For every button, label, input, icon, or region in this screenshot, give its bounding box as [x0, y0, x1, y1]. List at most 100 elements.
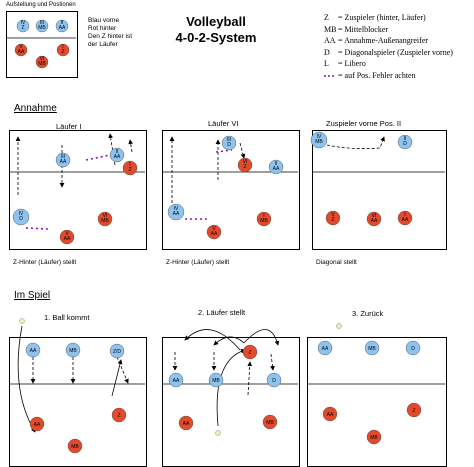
player-red	[97, 211, 113, 227]
player-red	[29, 416, 45, 432]
player-blue	[35, 19, 49, 33]
player-blue	[55, 152, 71, 168]
player-label: III	[227, 137, 231, 143]
panel-title: 1. Ball kommt	[44, 313, 90, 322]
player-blue	[65, 342, 81, 358]
player-red	[366, 211, 382, 227]
mistake-line	[85, 154, 111, 161]
player-label: AA	[173, 211, 180, 217]
movement-arrow	[111, 359, 123, 397]
court-annahme-3	[312, 130, 447, 250]
movement-arrow	[326, 136, 385, 149]
player-red	[256, 211, 272, 227]
player-label: III	[40, 20, 44, 26]
player-label: MB	[212, 378, 220, 384]
player-red	[122, 160, 138, 176]
player-blue	[405, 340, 421, 356]
player-red	[406, 402, 422, 418]
player-red	[111, 407, 127, 423]
player-label: AA	[371, 218, 378, 224]
player-label: D	[411, 346, 415, 352]
player-blue	[55, 19, 69, 33]
player-label: II	[61, 20, 64, 26]
player-label: II	[116, 149, 119, 155]
legend-note-line: der Läufer	[88, 41, 118, 48]
abbreviation-list: Z= Zuspieler (hinter, Läufer) MB= Mittel…	[324, 12, 453, 81]
ball-icon	[19, 318, 25, 324]
legend-note: Blau vorne Rot hinter Den Z hinter ist d…	[88, 17, 148, 49]
annahme-2-players: III D II AA IV AA VI Z V AA I MB	[167, 135, 284, 240]
player-blue	[310, 131, 328, 149]
player-label: V	[19, 44, 23, 50]
panel-title: Läufer I	[56, 122, 82, 131]
player-label: IV	[174, 206, 179, 212]
player-red	[67, 438, 83, 454]
title-line-2: 4-0-2-System	[175, 30, 257, 45]
player-blue	[268, 159, 284, 175]
player-label: I	[263, 213, 264, 219]
player-label: VI	[40, 56, 45, 62]
player-label: AA	[173, 378, 180, 384]
player-red	[178, 415, 194, 431]
player-red	[206, 224, 222, 240]
player-label: IV	[19, 211, 24, 217]
legend-players: IV Z III MB II AA V AA VI MB I Z	[14, 19, 70, 69]
player-label: II	[404, 136, 407, 142]
player-label: VI	[103, 213, 108, 219]
player-label: I	[404, 212, 405, 218]
player-label: AA	[30, 348, 37, 354]
page-title: Volleyball 4-0-2-System	[162, 14, 270, 46]
abbreviation-row: AA= Annahme-Außenangreifer	[324, 36, 429, 45]
ball-path-arrow	[17, 325, 36, 433]
legend-note-line: Den Z hinter ist	[88, 33, 133, 40]
player-label: MB	[69, 348, 77, 354]
player-label: Z	[331, 217, 334, 223]
player-label: Z	[412, 408, 415, 414]
player-blue	[12, 208, 30, 226]
player-red	[242, 344, 258, 360]
ball-path-arrow	[243, 329, 280, 346]
player-label: AA	[402, 217, 409, 223]
abbreviation-row: D= Diagonalspieler (Zuspieler vorne)	[324, 47, 453, 57]
player-label: IV	[21, 20, 26, 26]
player-label: AA	[64, 236, 71, 242]
player-red	[237, 157, 253, 173]
player-label: III	[61, 154, 65, 160]
panel-title: 3. Zurück	[352, 309, 384, 318]
player-label: Z	[117, 413, 120, 419]
player-label: II	[275, 161, 278, 167]
annahme-3-players: IV MB II D V Z VI AA I AA	[310, 131, 413, 227]
section-annahme: Annahme	[14, 103, 57, 114]
player-label: D	[272, 378, 276, 384]
player-label: AA	[59, 25, 66, 31]
player-label: Z	[61, 49, 64, 55]
panel-title: 2. Läufer stellt	[198, 308, 246, 317]
player-label: AA	[114, 154, 121, 160]
ball-icon	[215, 430, 221, 436]
player-label: IV	[317, 134, 322, 140]
player-blue	[25, 342, 41, 358]
spiel-1-players: AA MB Z/D AA Z MB	[25, 342, 127, 454]
player-label: AA	[322, 346, 329, 352]
player-blue	[221, 135, 237, 151]
panel-caption: Z-Hinter (Läufer) stellt	[166, 259, 230, 266]
player-label: AA	[211, 231, 218, 237]
player-label: VI	[372, 213, 377, 219]
player-label: MB	[38, 61, 46, 67]
player-red	[322, 406, 338, 422]
player-label: AA	[327, 412, 334, 418]
player-label: Z	[243, 164, 246, 170]
mistake-line-sample	[324, 70, 338, 82]
player-label: D	[227, 142, 231, 148]
section-im-spiel: Im Spiel	[14, 290, 51, 301]
abbreviation-row: Z= Zuspieler (hinter, Läufer)	[324, 13, 426, 22]
player-blue	[109, 343, 125, 359]
title-line-1: Volleyball	[186, 14, 246, 29]
player-blue	[317, 340, 333, 356]
player-blue	[208, 372, 224, 388]
player-label: VI	[243, 159, 248, 165]
panel-title: Zuspieler vorne Pos. II	[326, 119, 402, 128]
movement-arrow	[247, 361, 253, 396]
player-label: I	[62, 44, 63, 50]
court-spiel-3	[307, 337, 447, 467]
